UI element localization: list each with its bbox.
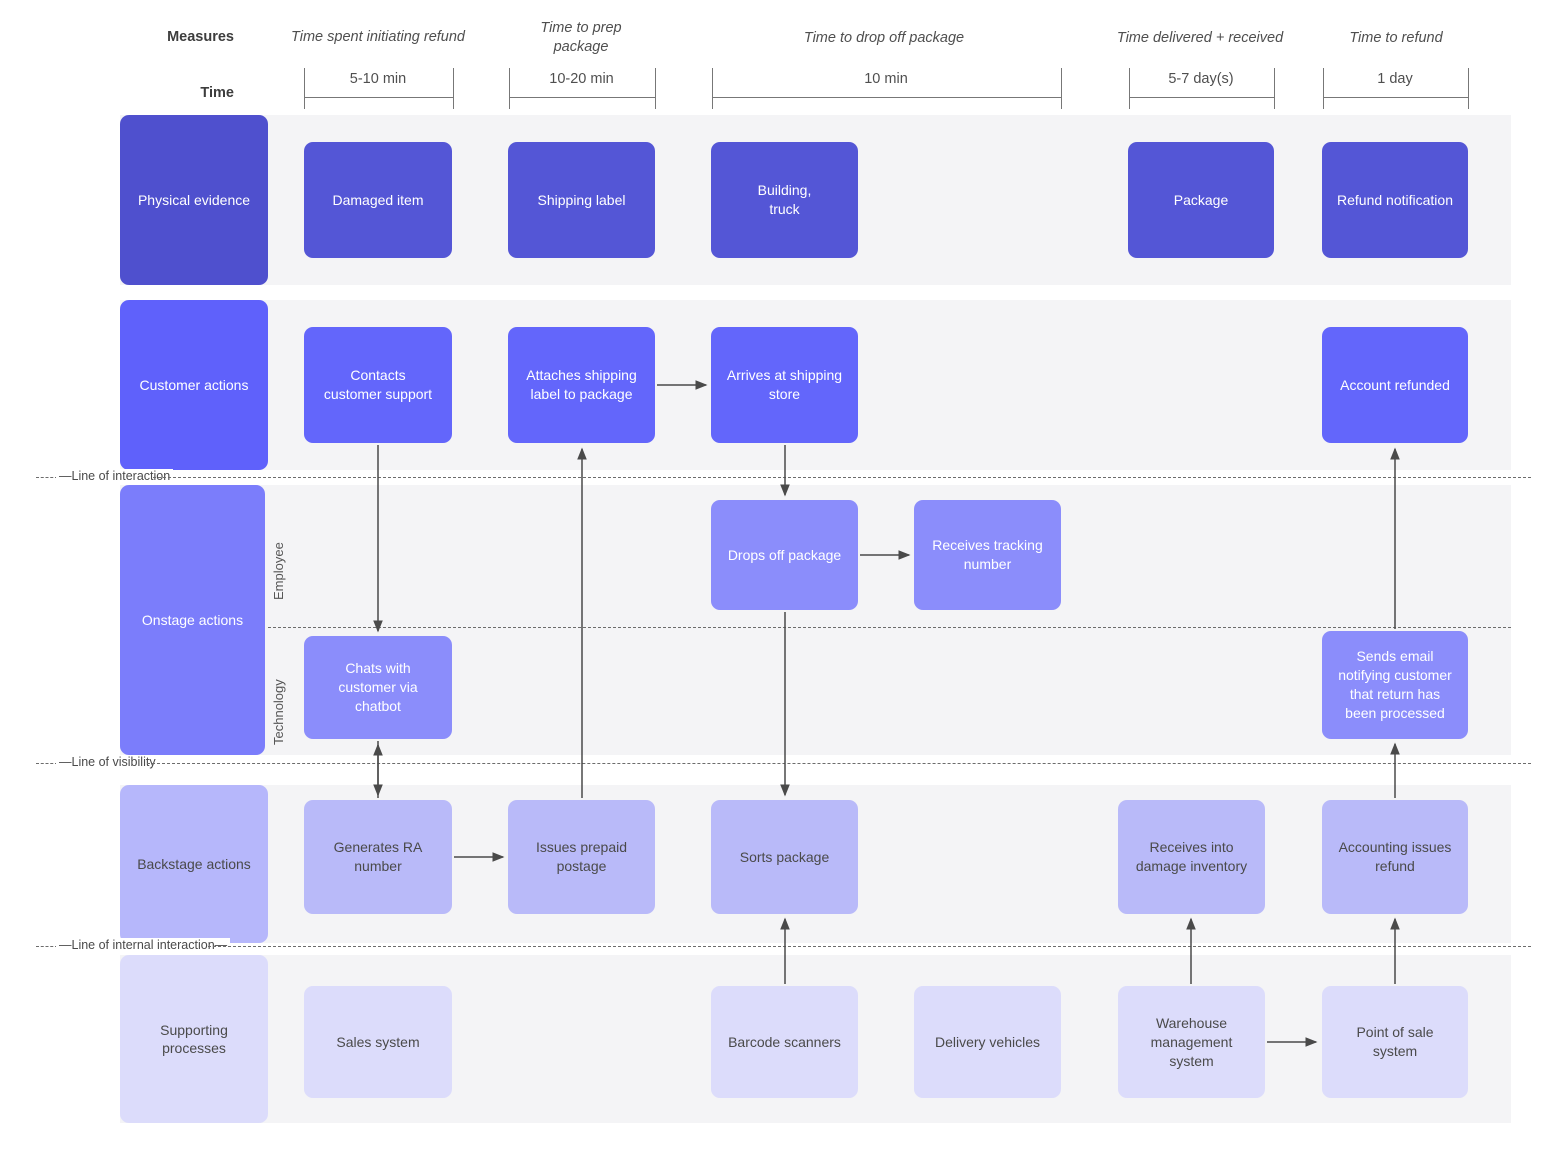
card-backstage-3[interactable]: Receives into damage inventory (1118, 800, 1265, 914)
row-label-onstage-actions: Onstage actions (120, 485, 265, 755)
divider-visibility-stub (36, 763, 58, 764)
time-rule-2 (712, 97, 1061, 98)
divider-internal-stub (36, 946, 58, 947)
card-customer-actions-0[interactable]: Contacts customer support (304, 327, 452, 443)
card-backstage-2[interactable]: Sorts package (711, 800, 858, 914)
divider-label-interaction: —Line of interaction (56, 469, 174, 483)
time-tick-4-right (1468, 68, 1469, 109)
time-label-3: 5-7 day(s) (1168, 71, 1234, 87)
time-label-0: 5-10 min (349, 71, 407, 87)
time-tick-0-left (304, 68, 305, 109)
card-onstage-employee-1[interactable]: Receives tracking number (914, 500, 1061, 610)
divider-line-visibility (147, 763, 1531, 764)
divider-line-internal-interaction (208, 946, 1531, 947)
card-customer-actions-1[interactable]: Attaches shipping label to package (508, 327, 655, 443)
card-onstage-technology-1[interactable]: Sends email notifying customer that retu… (1322, 631, 1468, 739)
time-tick-2-left (712, 68, 713, 109)
time-rule-0 (304, 97, 453, 98)
time-tick-1-left (509, 68, 510, 109)
measure-label-4: Time to refund (1349, 30, 1443, 46)
time-tick-3-left (1129, 68, 1130, 109)
row-label-supporting-processes: Supporting processes (120, 955, 268, 1123)
time-rule-3 (1129, 97, 1274, 98)
card-physical-evidence-3[interactable]: Package (1128, 142, 1274, 258)
card-backstage-0[interactable]: Generates RA number (304, 800, 452, 914)
row-label-customer-actions: Customer actions (120, 300, 268, 470)
measures-key-label: Measures (167, 29, 234, 45)
sublane-divider (268, 627, 1511, 628)
card-supporting-0[interactable]: Sales system (304, 986, 452, 1098)
card-physical-evidence-2[interactable]: Building, truck (711, 142, 858, 258)
time-label-1: 10-20 min (549, 71, 614, 87)
time-tick-3-right (1274, 68, 1275, 109)
measure-label-3: Time delivered + received (1116, 30, 1284, 46)
measure-label-1: Time to prep package (540, 20, 622, 55)
card-onstage-technology-0[interactable]: Chats with customer via chatbot (304, 636, 452, 739)
sublane-label-employee: Employee (271, 542, 286, 600)
time-tick-4-left (1323, 68, 1324, 109)
sublane-label-technology: Technology (271, 679, 286, 745)
time-tick-2-right (1061, 68, 1062, 109)
row-label-physical-evidence: Physical evidence (120, 115, 268, 285)
card-onstage-employee-0[interactable]: Drops off package (711, 500, 858, 610)
card-physical-evidence-4[interactable]: Refund notification (1322, 142, 1468, 258)
time-rule-4 (1323, 97, 1468, 98)
card-backstage-4[interactable]: Accounting issues refund (1322, 800, 1468, 914)
time-label-2: 10 min (864, 71, 908, 87)
time-key-label: Time (200, 85, 234, 101)
time-tick-0-right (453, 68, 454, 109)
measure-label-0: Time spent initiating refund (291, 29, 465, 45)
card-customer-actions-3[interactable]: Account refunded (1322, 327, 1468, 443)
card-supporting-2[interactable]: Delivery vehicles (914, 986, 1061, 1098)
card-physical-evidence-1[interactable]: Shipping label (508, 142, 655, 258)
card-customer-actions-2[interactable]: Arrives at shipping store (711, 327, 858, 443)
divider-interaction-stub (36, 477, 58, 478)
time-rule-1 (509, 97, 655, 98)
divider-label-visibility: —Line of visibility (56, 755, 159, 769)
card-supporting-4[interactable]: Point of sale system (1322, 986, 1468, 1098)
card-supporting-1[interactable]: Barcode scanners (711, 986, 858, 1098)
card-supporting-3[interactable]: Warehouse management system (1118, 986, 1265, 1098)
card-physical-evidence-0[interactable]: Damaged item (304, 142, 452, 258)
time-label-4: 1 day (1377, 71, 1413, 87)
card-backstage-1[interactable]: Issues prepaid postage (508, 800, 655, 914)
measure-label-2: Time to drop off package (803, 30, 965, 46)
divider-line-interaction (153, 477, 1531, 478)
row-label-backstage-actions: Backstage actions (120, 785, 268, 943)
time-tick-1-right (655, 68, 656, 109)
divider-label-internal-interaction: —Line of internal interaction— (56, 938, 231, 952)
